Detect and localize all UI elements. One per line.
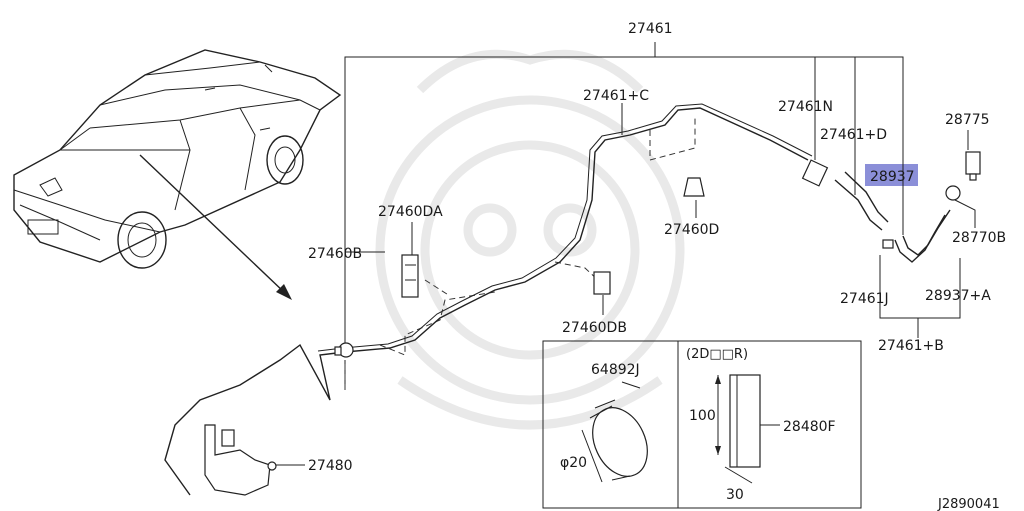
part-clip-27460db[interactable] [593, 271, 611, 295]
part-connector-27461n[interactable] [801, 159, 829, 187]
label-27461b: 27461+B [878, 338, 944, 354]
inset-box [542, 340, 862, 509]
label-28937a: 28937+A [925, 288, 991, 304]
label-28937: 28937 [870, 169, 915, 185]
part-clip-27460d[interactable] [683, 177, 705, 197]
part-28480f[interactable] [729, 374, 761, 468]
label-dia: φ20 [560, 455, 587, 471]
part-connector-28937a[interactable] [882, 209, 951, 263]
label-27460b: 27460B [308, 246, 362, 262]
part-clip-27460da[interactable] [401, 254, 419, 298]
part-clip-28770b[interactable] [945, 185, 961, 201]
label-door-note: (2D□□R) [686, 347, 748, 362]
label-28480f: 28480F [783, 419, 836, 435]
part-64892j[interactable] [582, 399, 658, 485]
label-27460da: 27460DA [378, 204, 443, 220]
labels: 27461 27461+C 27461N 27461+D 28937 28775… [308, 21, 1006, 511]
label-dim-w: 30 [726, 487, 744, 503]
car-illustration [13, 49, 342, 269]
dashed-guides [344, 118, 696, 390]
label-28775: 28775 [945, 112, 990, 128]
highlight-box[interactable] [865, 164, 918, 186]
label-27461n: 27461N [778, 99, 833, 115]
label-27460db: 27460DB [562, 320, 627, 336]
label-dim-h: 100 [689, 408, 716, 424]
part-nozzle-28775[interactable] [965, 151, 981, 181]
label-27460d: 27460D [664, 222, 719, 238]
leader-lines [275, 42, 976, 466]
footer-code: J2890041 [937, 497, 1000, 511]
watermark-emblem [375, 49, 685, 430]
direction-arrow [139, 154, 292, 300]
part-reservoir[interactable] [204, 424, 277, 496]
part-hose-28937[interactable] [834, 171, 889, 231]
label-27461j: 27461J [840, 291, 889, 307]
part-clip-27460b[interactable] [334, 342, 354, 358]
label-27461c: 27461+C [583, 88, 649, 104]
label-27461d: 27461+D [820, 127, 887, 143]
label-27461: 27461 [628, 21, 673, 37]
label-28770b: 28770B [952, 230, 1006, 246]
washer-hose [164, 103, 813, 496]
label-27480: 27480 [308, 458, 353, 474]
label-64892j: 64892J [591, 362, 640, 378]
